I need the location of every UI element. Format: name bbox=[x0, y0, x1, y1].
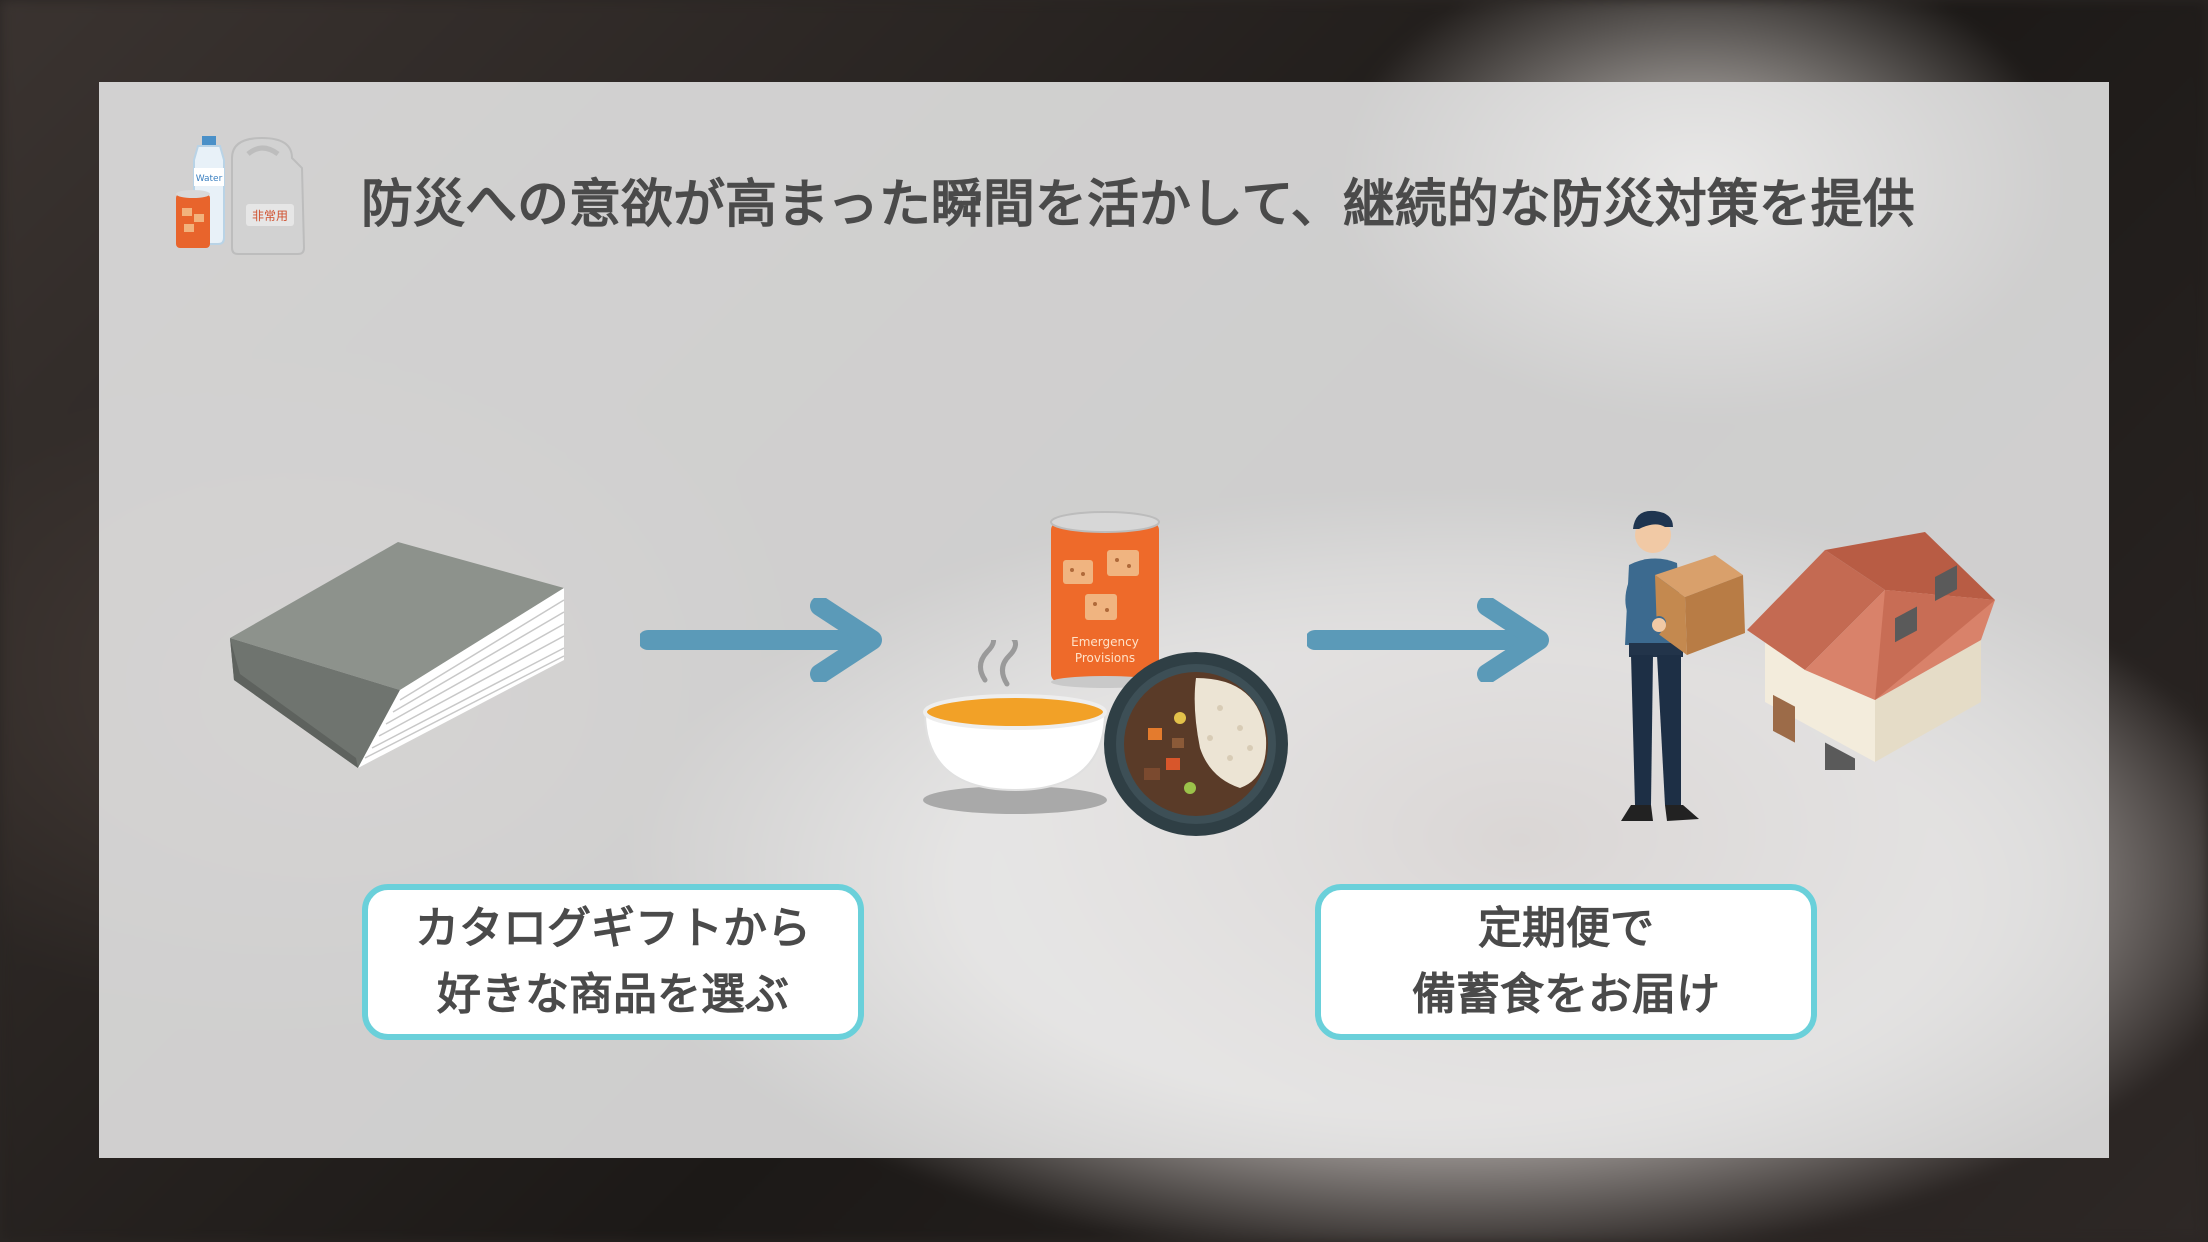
book-icon bbox=[230, 542, 565, 768]
bottle-label: Water bbox=[196, 174, 223, 184]
step-delivery-box: 定期便で 備蓄食をお届け bbox=[1315, 884, 1817, 1040]
page-title: 防災への意欲が高まった瞬間を活かして、継続的な防災対策を提供 bbox=[361, 175, 1915, 235]
step-1-line-1: カタログギフトから bbox=[415, 903, 811, 954]
arrow-right-icon bbox=[1307, 598, 1549, 682]
emergency-kit-icon: 非常用 Water bbox=[176, 136, 306, 255]
step-2-line-1: 定期便で bbox=[1478, 903, 1654, 954]
house-icon bbox=[1747, 532, 1995, 770]
bag-label: 非常用 bbox=[252, 209, 288, 223]
arrow-right-icon bbox=[640, 598, 882, 682]
delivery-person-icon bbox=[1621, 510, 1745, 821]
curry-rice-icon bbox=[1104, 652, 1288, 836]
step-catalog-gift-box: カタログギフトから 好きな商品を選ぶ bbox=[362, 884, 864, 1040]
step-1-line-2: 好きな商品を選ぶ bbox=[437, 969, 789, 1020]
can-label-2: Provisions bbox=[1075, 651, 1135, 665]
can-label-1: Emergency bbox=[1071, 635, 1139, 649]
step-2-line-2: 備蓄食をお届け bbox=[1412, 969, 1720, 1020]
soup-bowl-icon bbox=[923, 640, 1107, 814]
